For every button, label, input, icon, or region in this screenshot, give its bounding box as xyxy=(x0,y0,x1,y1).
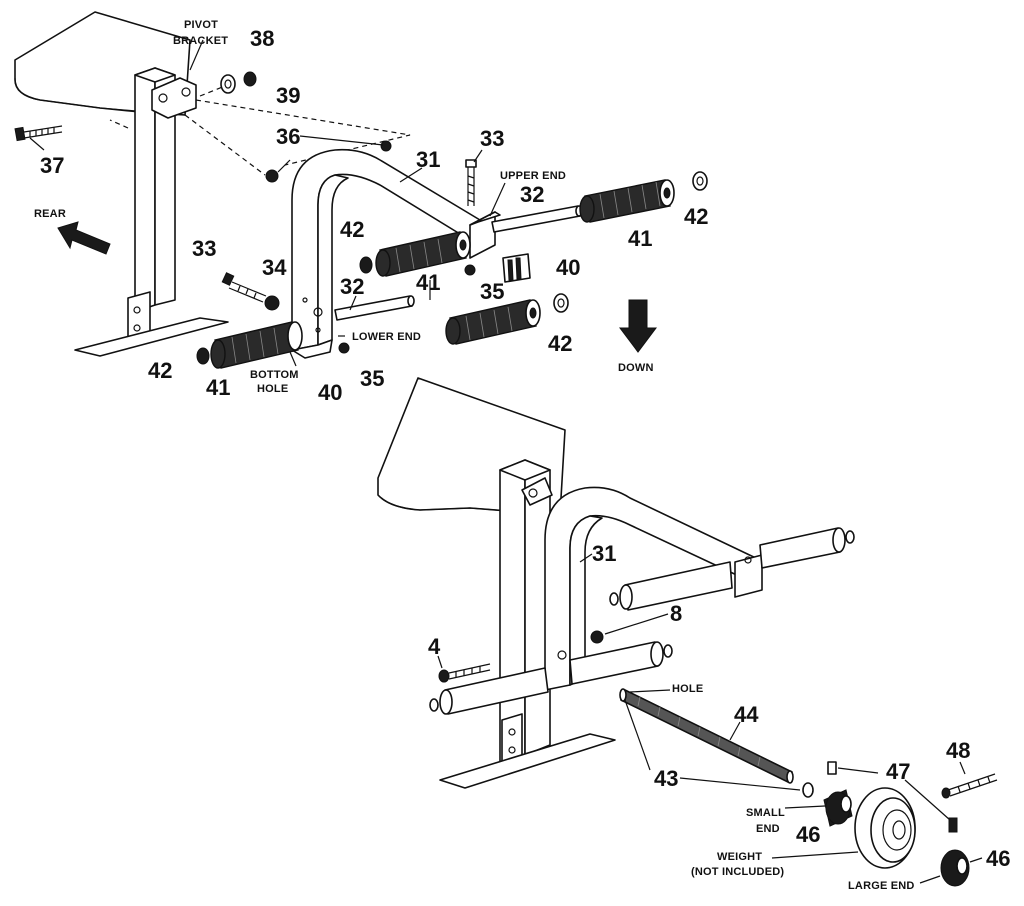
foot-plate-bottom xyxy=(439,733,616,789)
part-number-35-lower: 35 xyxy=(360,366,384,391)
part-number-42-middle: 42 xyxy=(340,217,364,242)
bolt-48 xyxy=(941,773,998,799)
part-number-31-top: 31 xyxy=(416,147,440,172)
part-number-41-lower-left: 41 xyxy=(206,375,230,400)
collar-46-small-end xyxy=(823,789,853,827)
spacer-34 xyxy=(264,295,280,311)
rear-label: REAR xyxy=(34,208,66,220)
part-number-33-upper: 33 xyxy=(480,126,504,151)
end-cap-42-lower-right xyxy=(553,293,569,313)
weight-rod-44 xyxy=(619,688,794,784)
foam-roller-41-upper xyxy=(579,179,675,223)
nut-36-b xyxy=(380,140,392,152)
part-number-37: 37 xyxy=(40,153,64,178)
nut-36-a xyxy=(265,169,279,183)
part-number-36: 36 xyxy=(276,124,300,149)
part-number-39: 39 xyxy=(276,83,300,108)
part-number-4: 4 xyxy=(428,634,441,659)
weight-label-2: (NOT INCLUDED) xyxy=(691,866,784,878)
part-number-42-upper-right: 42 xyxy=(684,204,708,229)
down-arrow xyxy=(619,299,657,353)
weight-plate xyxy=(854,787,916,869)
part-number-8: 8 xyxy=(670,601,682,626)
part-number-46-large: 46 xyxy=(986,846,1010,871)
part-number-43: 43 xyxy=(654,766,678,791)
large-end-label: LARGE END xyxy=(848,880,915,892)
upper-end-label: UPPER END xyxy=(500,170,566,182)
small-end-label-1: SMALL xyxy=(746,807,785,819)
part-number-42-lower-right: 42 xyxy=(548,331,572,356)
part-number-40-upper: 40 xyxy=(556,255,580,280)
end-cap-42-lower-left xyxy=(196,347,210,365)
part-number-34: 34 xyxy=(262,255,287,280)
part-number-32-lower: 32 xyxy=(340,274,364,299)
nut-35-lower xyxy=(338,342,350,354)
roller-lower-bottom-assembly xyxy=(429,641,673,715)
rod-32-upper xyxy=(491,205,583,233)
leg-lever-arm-top xyxy=(291,148,501,359)
bolt-33-lower xyxy=(221,272,267,303)
bolt-37 xyxy=(14,125,63,142)
hole-label: HOLE xyxy=(672,683,703,695)
part-number-41-middle: 41 xyxy=(416,270,440,295)
foam-roller-41-middle xyxy=(359,231,471,277)
leg-lever-arm-bottom xyxy=(544,486,763,691)
part-number-42-lower-left: 42 xyxy=(148,358,172,383)
part-number-32-upper: 32 xyxy=(520,182,544,207)
washer-43 xyxy=(802,782,814,798)
down-label: DOWN xyxy=(618,362,654,374)
end-cap-42-upper xyxy=(692,171,708,191)
foot-plate-top xyxy=(74,317,229,357)
part-number-40-lower: 40 xyxy=(318,380,342,405)
weight-label-1: WEIGHT xyxy=(717,851,762,863)
rear-arrow xyxy=(57,221,111,255)
small-end-label-2: END xyxy=(756,823,780,835)
pivot-bracket-label-2: BRACKET xyxy=(173,35,228,47)
nut-39 xyxy=(243,71,257,87)
part-number-41-upper: 41 xyxy=(628,226,652,251)
bushing-40-upper xyxy=(502,253,531,283)
foam-roller-41-lower-left xyxy=(210,321,303,369)
nut-8 xyxy=(590,630,604,644)
part-number-46-small: 46 xyxy=(796,822,820,847)
roller-upper-bottom-assembly xyxy=(609,527,855,611)
lower-end-label: LOWER END xyxy=(352,331,421,343)
upright-post-top xyxy=(127,67,176,346)
pivot-bracket xyxy=(151,77,197,119)
rod-32-lower xyxy=(334,295,415,321)
bolt-33-upper xyxy=(465,159,477,206)
foam-roller-41-lower-right xyxy=(445,299,541,345)
collar-46-large-end xyxy=(940,849,970,887)
bottom-hole-label-2: HOLE xyxy=(257,383,288,395)
bolt-4 xyxy=(438,663,491,683)
part-number-33-lower: 33 xyxy=(192,236,216,261)
part-number-44: 44 xyxy=(734,702,759,727)
thumb-screw-47 xyxy=(827,761,958,833)
part-number-47: 47 xyxy=(886,759,910,784)
part-number-35-upper: 35 xyxy=(480,279,504,304)
part-number-31-bottom: 31 xyxy=(592,541,616,566)
pivot-bracket-label-1: PIVOT xyxy=(184,19,218,31)
upright-post-bottom xyxy=(499,459,551,769)
washer-38 xyxy=(220,74,236,94)
part-number-48: 48 xyxy=(946,738,970,763)
nut-35-upper xyxy=(464,264,476,276)
bottom-hole-label-1: BOTTOM xyxy=(250,369,299,381)
part-number-38: 38 xyxy=(250,26,274,51)
